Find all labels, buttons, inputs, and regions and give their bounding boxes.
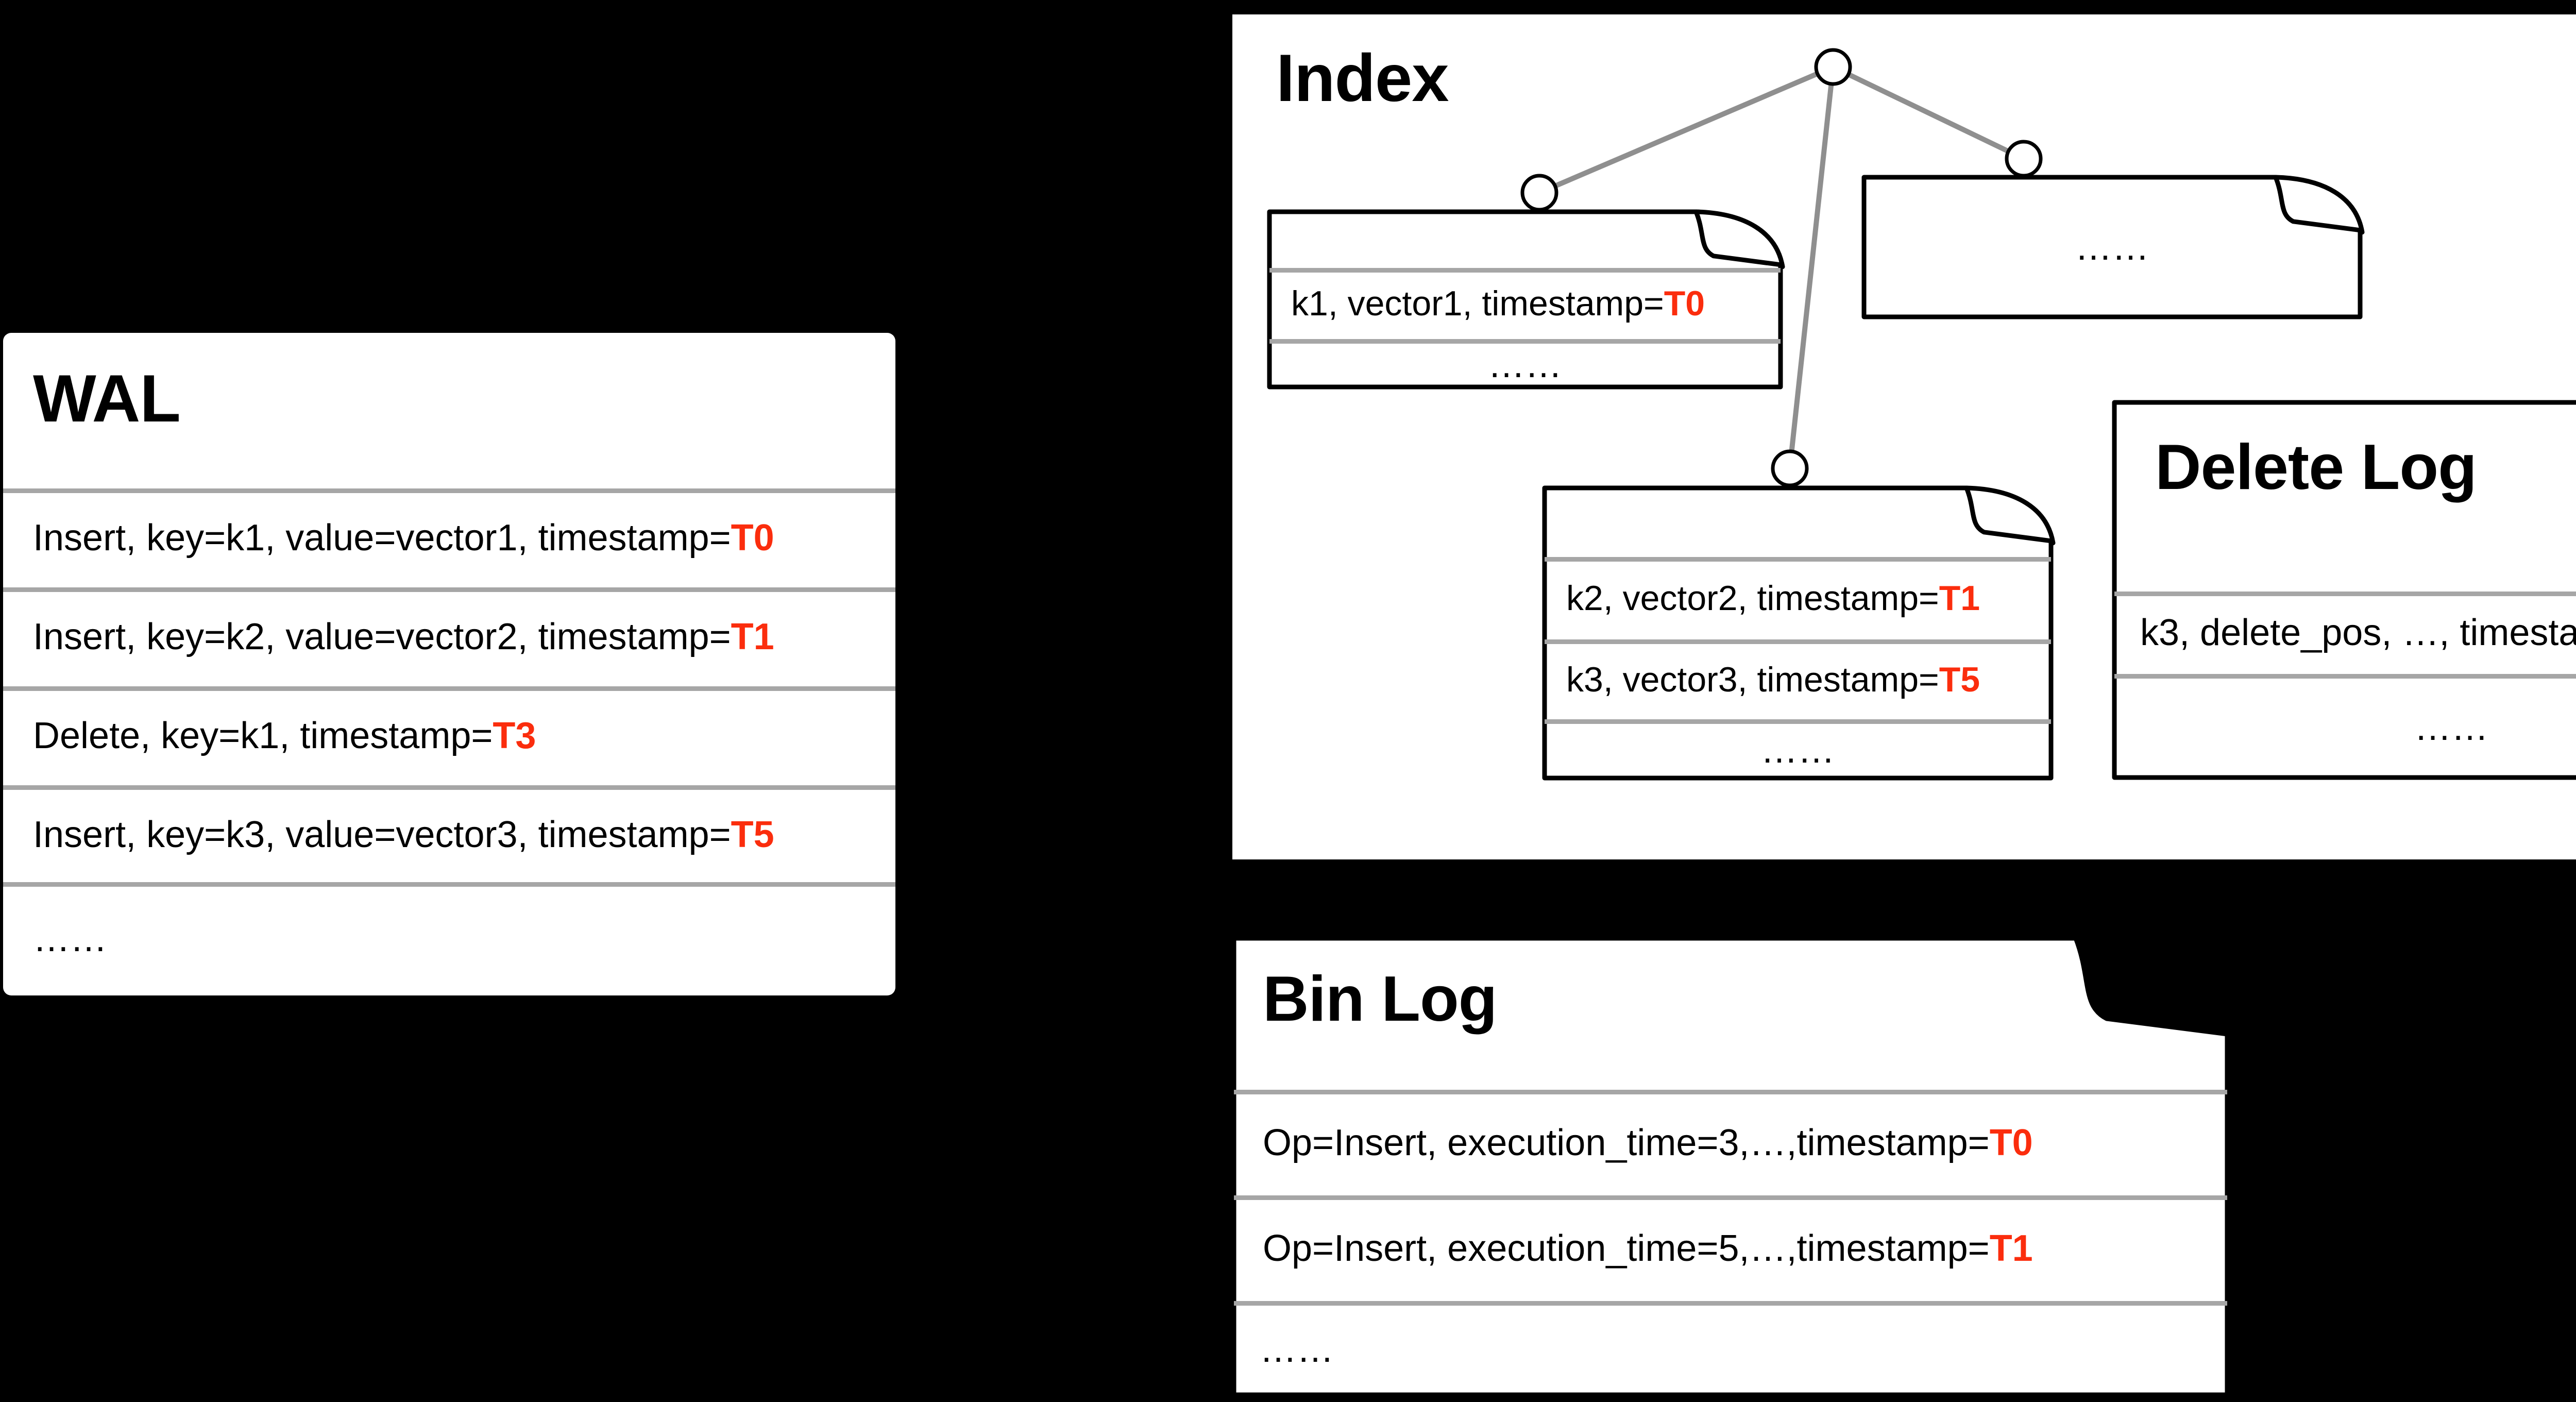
wal-divider: [3, 686, 895, 691]
page-row-text: Op=Insert, execution_time=3,…,timestamp=: [1263, 1122, 1990, 1163]
timestamp-value: T1: [1989, 1227, 2033, 1269]
wal-row-text: Delete, key=k1, timestamp=: [33, 715, 493, 756]
page-divider: [1269, 268, 1781, 273]
page-row-text: Op=Insert, execution_time=5,…,timestamp=: [1263, 1227, 1990, 1269]
page-divider: [1545, 719, 2051, 724]
index-tree: [1520, 48, 2043, 487]
timestamp-value: T0: [1989, 1122, 2033, 1163]
page-row: k2, vector2, timestamp=T1: [1545, 557, 2051, 639]
timestamp-value: T1: [1939, 579, 1980, 618]
delete-log-page: Delete Log k3, delete_pos, …, timestamp=…: [2111, 399, 2576, 781]
page-row-ellipsis: ……: [1231, 1301, 2230, 1398]
page-fold-corner: [2273, 175, 2365, 235]
delete-log-title: Delete Log: [2155, 432, 2477, 503]
timestamp-value: T5: [1939, 660, 1980, 699]
page-fold-corner: [1964, 485, 2056, 546]
tree-node-right: [2005, 140, 2043, 178]
page-row: k3, delete_pos, …, timestamp=T3: [2114, 592, 2576, 674]
page-divider: [1545, 639, 2051, 644]
page-outline: [1231, 936, 2230, 1397]
wal-title: WAL: [33, 361, 181, 436]
page-row-text: k2, vector2, timestamp=: [1566, 579, 1939, 618]
document-page-icon: [2112, 400, 2576, 780]
ellipsis-text: ……: [1488, 344, 1562, 385]
wal-divider: [3, 785, 895, 790]
wal-row: Insert, key=k3, value=vector3, timestamp…: [3, 785, 895, 884]
document-page-icon: [1861, 175, 2365, 319]
timestamp-value: T0: [1664, 284, 1705, 323]
page-row-ellipsis: ……: [2111, 674, 2576, 781]
page-divider: [1269, 339, 1781, 344]
page-row-text: k3, delete_pos, …, timestamp=: [2140, 612, 2576, 653]
ellipsis-text: ……: [2075, 226, 2149, 268]
page-divider: [1234, 1090, 2227, 1094]
document-page-icon: [1231, 936, 2232, 1397]
index-page-left: k1, vector1, timestamp=T0 ……: [1266, 209, 1785, 390]
ellipsis-text: ……: [1760, 730, 1835, 771]
page-row: k1, vector1, timestamp=T0: [1269, 268, 1781, 339]
page-divider: [1234, 1195, 2227, 1200]
wal-divider: [3, 488, 895, 493]
wal-row-text: Insert, key=k2, value=vector2, timestamp…: [33, 616, 731, 657]
wal-divider: [3, 882, 895, 887]
page-row-ellipsis: ……: [1541, 719, 2054, 781]
index-page-right: ……: [1861, 174, 2365, 320]
ellipsis-text: ……: [2414, 706, 2488, 748]
bin-log-title: Bin Log: [1263, 964, 1497, 1035]
index-title: Index: [1276, 40, 1449, 115]
tree-node-left: [1520, 174, 1558, 212]
page-divider: [2114, 674, 2576, 679]
timestamp-value: T1: [731, 616, 774, 657]
page-outline: [2112, 400, 2576, 780]
timestamp-value: T5: [731, 814, 774, 855]
page-fold-corner: [1693, 209, 1785, 269]
wal-divider: [3, 587, 895, 592]
wal-row: Insert, key=k2, value=vector2, timestamp…: [3, 587, 895, 686]
page-row-ellipsis: ……: [1266, 339, 1784, 390]
tree-root-node: [1814, 48, 1852, 86]
tree-edge: [1832, 64, 2025, 161]
timestamp-value: T0: [731, 517, 774, 559]
page-divider: [1545, 557, 2051, 562]
page-row-ellipsis: ……: [1861, 174, 2363, 320]
bin-log-page: Bin Log Op=Insert, execution_time=3,…,ti…: [1231, 935, 2232, 1398]
timestamp-value: T3: [493, 715, 536, 756]
tree-edge: [1787, 66, 1836, 469]
page-row: Op=Insert, execution_time=5,…,timestamp=…: [1234, 1195, 2227, 1301]
wal-row-text: Insert, key=k1, value=vector1, timestamp…: [33, 517, 731, 559]
page-fold-corner: [2073, 936, 2232, 1039]
page-row-text: k1, vector1, timestamp=: [1291, 284, 1664, 323]
tree-node-middle: [1771, 449, 1809, 487]
page-row-text: k3, vector3, timestamp=: [1566, 660, 1939, 699]
ellipsis-text: ……: [33, 918, 107, 959]
tree-edge: [1538, 64, 1834, 195]
wal-row: Delete, key=k1, timestamp=T3: [3, 686, 895, 785]
wal-panel: WAL Insert, key=k1, value=vector1, times…: [3, 333, 895, 995]
page-row: k3, vector3, timestamp=T5: [1545, 639, 2051, 719]
index-page-middle: k2, vector2, timestamp=T1 k3, vector3, t…: [1541, 485, 2056, 781]
ellipsis-text: ……: [1260, 1329, 1334, 1370]
page-divider: [1234, 1301, 2227, 1306]
wal-row-text: Insert, key=k3, value=vector3, timestamp…: [33, 814, 731, 855]
wal-row-ellipsis: ……: [3, 882, 895, 995]
page-row: Op=Insert, execution_time=3,…,timestamp=…: [1234, 1090, 2227, 1195]
wal-row: Insert, key=k1, value=vector1, timestamp…: [3, 488, 895, 587]
page-divider: [2114, 592, 2576, 596]
